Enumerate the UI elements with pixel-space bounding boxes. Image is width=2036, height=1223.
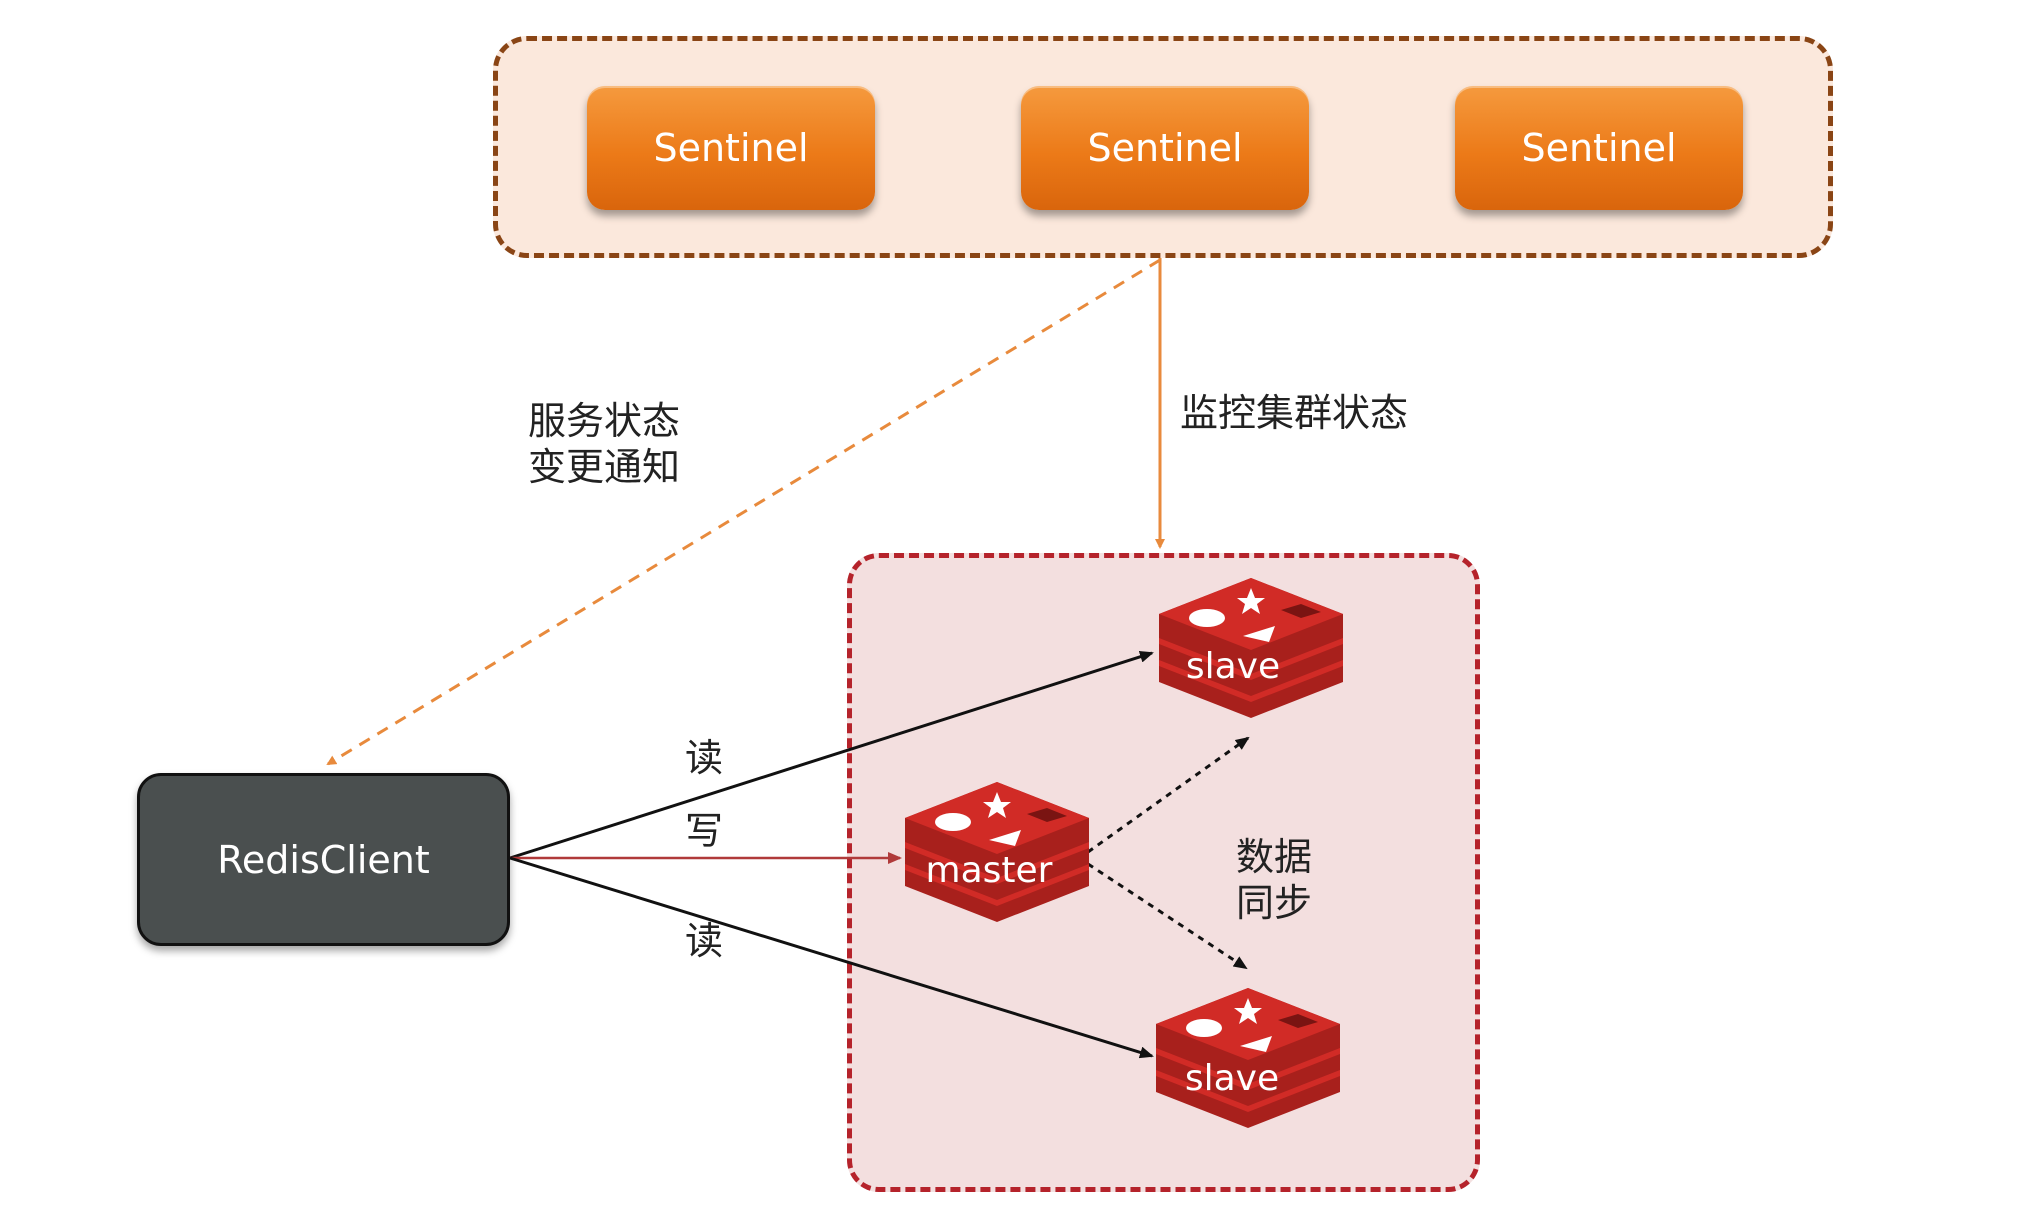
monitor-label: 监控集群状态 — [1180, 391, 1409, 435]
write-label: 写 — [685, 809, 724, 853]
read-bottom-arrow — [509, 856, 1154, 1059]
sync-label-line1: 数据 — [1236, 835, 1313, 879]
sync-label: 数据 同步 — [1236, 834, 1312, 926]
sentinel-node-1: Sentinel — [587, 86, 875, 210]
notify-label-line2: 变更通知 — [528, 445, 681, 489]
sync-label-line2: 同步 — [1236, 881, 1313, 925]
master-label: master — [925, 850, 1053, 891]
slave-bottom-label: slave — [1184, 1058, 1280, 1099]
sentinel-node-2: Sentinel — [1021, 86, 1309, 210]
read-top-label: 读 — [685, 736, 724, 780]
notify-arrow — [326, 258, 1161, 766]
read-top-arrow — [509, 650, 1154, 860]
sentinel-node-3: Sentinel — [1455, 86, 1743, 210]
slave-top-label: slave — [1185, 646, 1281, 687]
notify-label-line1: 服务状态 — [528, 399, 681, 443]
notify-label: 服务状态 变更通知 — [528, 398, 680, 490]
sync-arrow-top — [1087, 736, 1250, 854]
sync-arrow-bottom — [1087, 862, 1248, 970]
redis-client-node: RedisClient — [137, 773, 510, 946]
read-bottom-label: 读 — [685, 919, 724, 963]
